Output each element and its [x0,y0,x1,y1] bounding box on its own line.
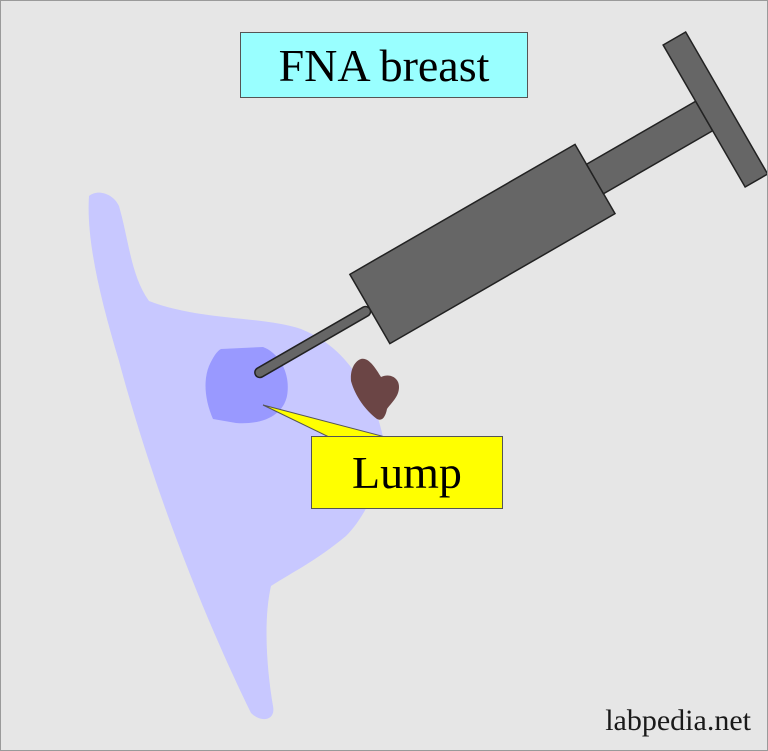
syringe-plunger-handle [662,30,767,189]
watermark: labpedia.net [605,704,751,737]
syringe-barrel [348,143,617,345]
breast-shape [88,192,386,720]
nipple-shape [350,358,399,420]
syringe-plunger-rod [585,100,714,195]
syringe [254,30,767,379]
diagram-title: FNA breast [240,32,528,98]
lump-label-text: Lump [352,447,462,498]
lump-label-box: Lump [311,436,503,509]
diagram-title-text: FNA breast [278,39,490,91]
